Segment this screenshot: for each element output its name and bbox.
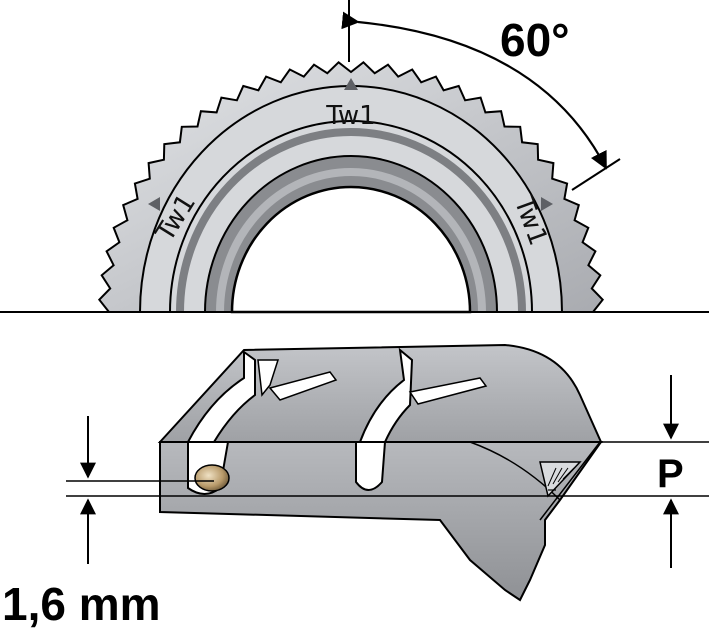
angle-arc-arrow — [341, 11, 607, 170]
tread-cross-section — [157, 343, 603, 602]
dimension-p-label: P — [657, 452, 684, 496]
dimension-p: P — [657, 375, 684, 568]
twi-label-top: Tw1 — [325, 101, 375, 131]
twi-triangle-icon — [541, 197, 553, 211]
angle-indicator: 60° — [341, 0, 621, 191]
tread-broken-edge — [469, 441, 561, 601]
angle-label: 60° — [500, 14, 570, 66]
wheel-center-hole — [230, 185, 472, 314]
dimension-lines — [66, 441, 709, 497]
depth-label: 1,6 mm — [2, 578, 161, 630]
dimension-depth: 1,6 mm — [2, 416, 161, 630]
section-icon — [539, 461, 582, 498]
angle-reference-line-diagonal — [571, 158, 621, 191]
tire: Tw1 Tw1 Tw1 — [97, 60, 605, 314]
twi-triangle-icon — [148, 197, 160, 211]
tread-wear-indicator-bar — [194, 464, 230, 492]
